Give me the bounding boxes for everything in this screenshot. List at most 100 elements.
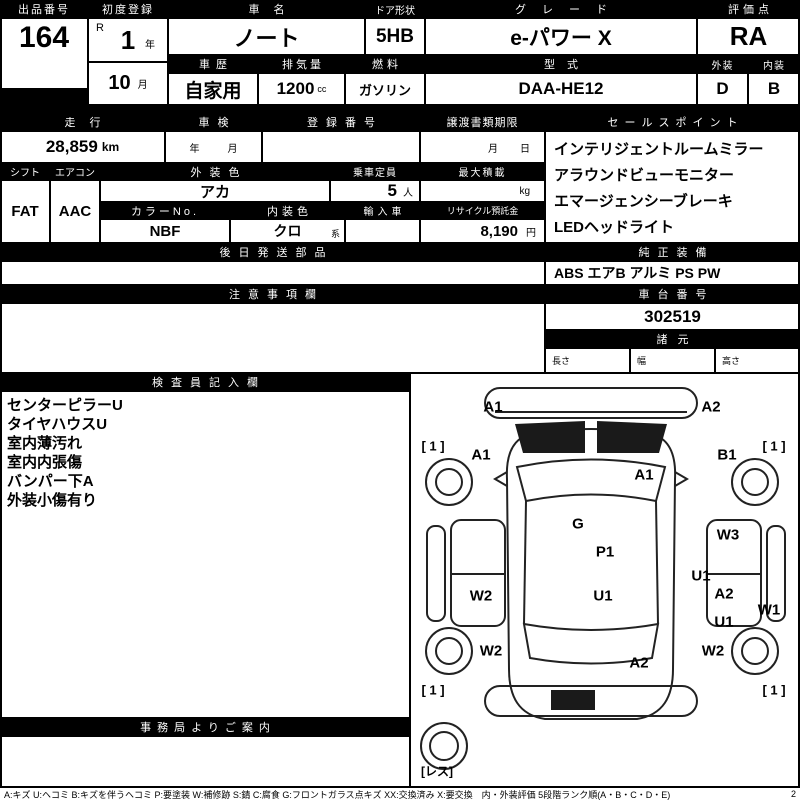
transfer-deadline-cell: 月 日 xyxy=(420,131,545,163)
sales-points-header: セールスポイント xyxy=(545,113,800,131)
car-diagram-drawing xyxy=(420,387,786,770)
chassis-no-value: 302519 xyxy=(644,306,701,326)
damage-marker: U1 xyxy=(691,567,711,585)
exterior-score-cell: D xyxy=(697,73,748,105)
office-cell xyxy=(0,736,410,788)
caution-notes-cell xyxy=(0,303,545,373)
equipment-header: 純正装備 xyxy=(545,243,800,261)
spec-width-cell: 幅 xyxy=(630,348,715,373)
spec-length-label: 長さ xyxy=(552,356,571,366)
damage-marker: [ 1 ] xyxy=(421,438,445,454)
reg-no-cell xyxy=(262,131,420,163)
sales-point-item: LEDヘッドライト xyxy=(554,219,675,236)
door-shape-header: ドア形状 xyxy=(365,0,425,18)
inspector-note-item: センターピラーU xyxy=(7,397,123,414)
exhibit-no-header: 出品番号 xyxy=(0,0,88,18)
color-no-cell: NBF xyxy=(100,219,230,243)
damage-marker: A2 xyxy=(714,585,734,603)
interior-score-cell: B xyxy=(748,73,800,105)
mileage-cell: 28,859 km xyxy=(0,131,165,163)
sales-points-cell: インテリジェントルームミラー アラウンドビューモニター エマージェンシーブレーキ… xyxy=(545,131,800,243)
door-shape-value: 5HB xyxy=(375,25,414,47)
damage-marker: A2 xyxy=(629,654,649,672)
spec-height-cell: 高さ xyxy=(715,348,800,373)
displacement-cell: 1200 cc xyxy=(258,73,345,105)
inspector-note-item: 室内薄汚れ xyxy=(7,435,83,452)
displacement-header: 排気量 xyxy=(258,55,345,73)
capacity-cell: 5 人 xyxy=(330,180,420,202)
sales-point-item: インテリジェントルームミラー xyxy=(554,141,764,158)
damage-marker: W2 xyxy=(701,642,725,660)
office-header: 事務局よりご案内 xyxy=(0,718,410,736)
fuel-cell: ガソリン xyxy=(345,73,425,105)
grade-cell: e-パワー X xyxy=(425,18,697,55)
legend-suffix: 2 xyxy=(790,789,796,799)
interior-header: 内装 xyxy=(748,55,800,73)
fuel-value: ガソリン xyxy=(358,82,411,98)
damage-marker: A1 xyxy=(483,398,503,416)
model-header: 型式 xyxy=(425,55,697,73)
spare-tire-less-marker: [レス] xyxy=(421,764,453,779)
legend-text: A:キズ U:ヘコミ B:キズを伴うヘコミ P:要塗装 W:補修跡 S:錆 C:… xyxy=(4,789,671,800)
import-header: 輸入車 xyxy=(345,202,420,219)
inspector-note-item: タイヤハウスU xyxy=(7,416,108,433)
history-value: 自家用 xyxy=(184,80,242,102)
later-parts-header: 後日発送部品 xyxy=(0,243,545,261)
damage-marker: A1 xyxy=(634,466,654,484)
exterior-score-value: D xyxy=(716,79,729,98)
first-reg-month-cell: 10 月 xyxy=(88,62,168,105)
damage-marker: W3 xyxy=(716,526,740,544)
recycle-header: リサイクル預託金 xyxy=(420,202,545,219)
sales-point-item: アラウンドビューモニター xyxy=(554,167,735,184)
spec-width-label: 幅 xyxy=(637,356,647,366)
transfer-month-unit: 月 xyxy=(488,143,498,155)
damage-diagram-cell: A1 A2 [ 1 ] A1 B1 [ 1 ] A1 G W3 P1 U1 W2… xyxy=(410,373,800,788)
model-value: DAA-HE12 xyxy=(518,79,604,98)
color-no-header: カラーNo. xyxy=(100,202,230,219)
recycle-unit: 円 xyxy=(526,227,536,239)
history-header: 車歴 xyxy=(168,55,258,73)
mileage-header: 走行 xyxy=(0,113,165,131)
chassis-no-header: 車台番号 xyxy=(545,285,800,303)
grade-value: e-パワー X xyxy=(510,26,612,50)
damage-marker: G xyxy=(572,515,584,533)
capacity-header: 乗車定員 xyxy=(330,163,420,180)
equipment-cell: ABS エアB アルミ PS PW xyxy=(545,261,800,285)
max-load-header: 最大積載 xyxy=(420,163,545,180)
max-load-cell: kg xyxy=(420,180,545,202)
first-reg-month-value: 10 xyxy=(108,72,131,94)
inspection-year-unit: 年 xyxy=(189,143,200,155)
car-name-value: ノート xyxy=(233,25,300,51)
damage-marker: U1 xyxy=(714,613,734,631)
inspection-header: 車検 xyxy=(165,113,262,131)
inspection-cell: 年 月 xyxy=(165,131,262,163)
transfer-day-unit: 日 xyxy=(520,143,530,155)
first-reg-year-cell: R 1 年 xyxy=(88,18,168,62)
inspector-note-item: 室内内張傷 xyxy=(7,454,83,471)
legend-row: A:キズ U:ヘコミ B:キズを伴うヘコミ P:要塗装 W:補修跡 S:錆 C:… xyxy=(0,788,800,800)
exhibit-no-value: 164 xyxy=(18,21,70,54)
era-value: R xyxy=(96,22,104,34)
spec-length-cell: 長さ xyxy=(545,348,630,373)
specs-header: 諸元 xyxy=(545,330,800,348)
first-reg-year-value: 1 xyxy=(120,24,136,55)
int-color-cell: クロ 系 xyxy=(230,219,345,243)
damage-marker: B1 xyxy=(717,446,737,464)
color-no-value: NBF xyxy=(149,222,181,240)
shift-value: FAT xyxy=(11,203,39,220)
ext-color-value: アカ xyxy=(199,183,230,201)
mileage-unit: km xyxy=(101,140,120,154)
displacement-unit: cc xyxy=(317,84,327,94)
damage-marker: A2 xyxy=(701,398,721,416)
chassis-no-cell: 302519 xyxy=(545,303,800,330)
score-cell: RA xyxy=(697,18,800,55)
ext-color-cell: アカ xyxy=(100,180,330,202)
displacement-value: 1200 xyxy=(276,79,315,98)
later-parts-cell xyxy=(0,261,545,285)
first-reg-month-unit: 月 xyxy=(137,80,148,91)
inspector-note-item: 外装小傷有り xyxy=(7,492,98,509)
model-cell: DAA-HE12 xyxy=(425,73,697,105)
caution-notes-header: 注意事項欄 xyxy=(0,285,545,303)
sales-point-item: エマージェンシーブレーキ xyxy=(554,193,733,210)
